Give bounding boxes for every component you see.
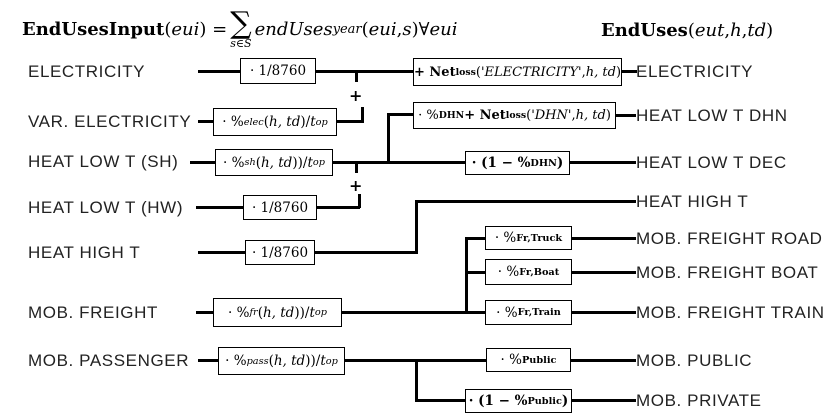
left-label-electricity: ELECTRICITY — [28, 62, 146, 81]
connector-h — [571, 359, 636, 362]
connector-h — [465, 271, 486, 274]
factor-box-freight-train: · %Fr,Train — [485, 300, 572, 325]
equation-title-right: EndUses(eut, h, td) — [601, 20, 774, 41]
left-label-mob-passenger: MOB. PASSENGER — [28, 351, 190, 370]
right-label-heat-high: HEAT HIGH T — [636, 192, 749, 211]
connector-v — [415, 361, 418, 402]
junction-stub — [355, 72, 358, 82]
connector-h — [465, 237, 486, 240]
factor-box-electricity: · 1/8760 — [240, 58, 316, 84]
connector-h — [333, 161, 467, 164]
left-label-heat-low-hw: HEAT LOW T (HW) — [28, 198, 184, 217]
connector-h — [389, 113, 415, 116]
left-label-mob-freight: MOB. FREIGHT — [28, 303, 158, 322]
connector-h — [198, 359, 219, 362]
connector-h — [190, 161, 217, 164]
left-label-var-electricity: VAR. ELECTRICITY — [28, 112, 192, 131]
connector-h — [196, 311, 214, 314]
connector-h — [317, 206, 360, 209]
right-label-freight-boat: MOB. FREIGHT BOAT — [636, 263, 819, 282]
factor-box-freight-boat: · %Fr,Boat — [485, 259, 572, 285]
junction-stub — [358, 194, 361, 208]
connector-h — [316, 70, 415, 73]
right-label-freight-road: MOB. FREIGHT ROAD — [636, 229, 823, 248]
factor-box-public: · %Public — [486, 348, 571, 372]
connector-h — [345, 359, 487, 362]
connector-h — [337, 120, 364, 123]
factor-box-freight-truck: · %Fr,Truck — [485, 226, 572, 250]
connector-h — [198, 120, 215, 123]
right-label-mob-private: MOB. PRIVATE — [636, 391, 762, 410]
connector-v — [415, 200, 418, 254]
connector-h — [415, 200, 636, 203]
plus-sign: + — [349, 176, 363, 195]
connector-h — [572, 237, 636, 240]
connector-h — [315, 251, 418, 254]
connector-h — [198, 251, 246, 254]
left-label-heat-high: HEAT HIGH T — [28, 243, 141, 262]
connector-h — [415, 399, 466, 402]
connector-h — [615, 114, 636, 117]
connector-h — [342, 311, 486, 314]
connector-h — [572, 311, 636, 314]
right-label-mob-public: MOB. PUBLIC — [636, 351, 753, 370]
connector-h — [572, 399, 636, 402]
connector-h — [570, 161, 636, 164]
factor-box-dec: · (1 − %DHN) — [465, 151, 570, 175]
left-label-heat-low-sh: HEAT LOW T (SH) — [28, 152, 179, 171]
factor-box-heat-low-hw: · 1/8760 — [243, 195, 317, 220]
right-label-heat-low-dec: HEAT LOW T DEC — [636, 153, 787, 172]
right-label-electricity: ELECTRICITY — [636, 62, 754, 81]
connector-h — [621, 70, 637, 73]
junction-stub — [361, 107, 364, 122]
connector-h — [572, 271, 636, 274]
connector-h — [196, 206, 244, 209]
connector-v — [387, 113, 390, 164]
factor-box-heat-high: · 1/8760 — [245, 240, 315, 265]
connector-v — [465, 237, 468, 314]
plus-sign: + — [349, 86, 363, 105]
junction-stub — [355, 163, 358, 173]
right-label-heat-low-dhn: HEAT LOW T DHN — [636, 106, 788, 125]
connector-h — [198, 70, 242, 73]
right-label-freight-train: MOB. FREIGHT TRAIN — [636, 303, 825, 322]
factor-box-private: · (1 − %Public) — [465, 389, 572, 413]
